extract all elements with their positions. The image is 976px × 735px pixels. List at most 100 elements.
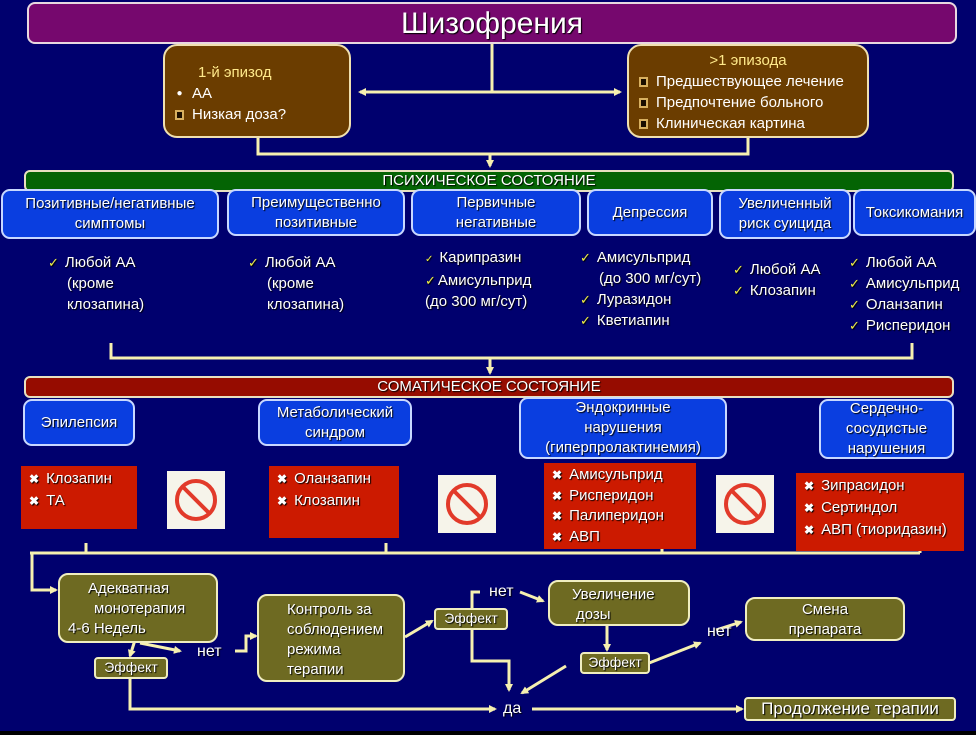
drug-list-suicide-risk: ✓Любой АА ✓Клозапин: [733, 259, 821, 301]
text-line: Амисульприд: [437, 272, 532, 289]
text-line: Клозапин: [294, 492, 360, 509]
drug-list-depression: ✓Амисульприд (до 300 мг/сут) ✓Луразидон …: [580, 247, 701, 331]
switch-drug-box: Смена препарата: [745, 597, 905, 641]
cross-icon: ✖: [277, 472, 288, 486]
arrow-effect-to-yes: [128, 679, 497, 713]
bullet-square-icon: [175, 109, 184, 120]
bullet-square-icon: [639, 76, 648, 87]
text-line: дозы: [576, 606, 611, 623]
cross-icon: ✖: [552, 529, 563, 544]
drug-list-mainly-positive: ✓Любой АА (кроме клозапина): [248, 252, 344, 315]
text-line: Любой АА: [64, 254, 136, 271]
text-line: препарата: [788, 621, 862, 638]
somatic-category-endocrine: Эндокринные нарушения (гиперпролактинемия): [519, 397, 727, 459]
multiple-episodes-heading: >1 эпизода: [709, 52, 787, 69]
somatic-category-epilepsy: Эпилепсия: [23, 399, 135, 446]
text-line: Палиперидон: [569, 507, 664, 524]
text-line: (кроме: [267, 275, 314, 292]
prohibition-sign-icon: [167, 471, 225, 529]
text-line: режима: [287, 641, 341, 658]
contraindications-cardiovascular: ✖Зипрасидон ✖Сертиндол ✖АВП (тиоридазин): [796, 473, 964, 551]
text-line: Луразидон: [596, 291, 672, 308]
text-line: Амисульприд: [569, 466, 663, 483]
contraindications-endocrine: ✖Амисульприд ✖Рисперидон ✖Палиперидон ✖А…: [544, 463, 696, 549]
text-line: синдром: [305, 423, 365, 441]
text-line: Преимущественно: [251, 193, 381, 211]
text-line: Эпилепсия: [40, 413, 118, 431]
text-line: Карипразин: [439, 249, 522, 266]
multiple-episodes-item: Клиническая картина: [656, 115, 805, 132]
text-line: АВП (тиоридазин): [821, 521, 947, 538]
text-line: Метаболический: [276, 403, 394, 421]
text-line: Адекватная: [88, 580, 170, 597]
text-line: (гиперпролактинемия): [545, 439, 701, 456]
drug-list-positive-negative: ✓Любой АА (кроме клозапина): [48, 252, 144, 315]
text-line: Клозапин: [749, 282, 816, 299]
first-episode-item: Низкая доза?: [192, 106, 287, 123]
text-line: Любой АА: [264, 254, 336, 271]
bullet-dot-icon: ●: [176, 88, 183, 99]
text-line: Увеличенный: [738, 195, 832, 212]
multiple-episodes-item: Предшествующее лечение: [656, 73, 844, 90]
cross-icon: ✖: [277, 494, 288, 508]
text-line: клозапина): [267, 296, 345, 313]
cross-icon: ✖: [29, 472, 40, 486]
cross-icon: ✖: [552, 488, 563, 503]
prohibition-sign-icon: [438, 475, 496, 533]
cross-icon: ✖: [552, 509, 563, 523]
text-line: Первичные: [456, 193, 536, 211]
text-line: Сертиндол: [821, 499, 898, 516]
somatic-state-band: СОМАТИЧЕСКОЕ СОСТОЯНИЕ: [24, 376, 954, 398]
multiple-episodes-box: >1 эпизода Предшествующее лечение Предпо…: [627, 44, 869, 138]
text-line: Зипрасидон: [821, 477, 905, 494]
effect-box-2: Эффект: [434, 608, 508, 630]
check-icon: ✓: [580, 313, 591, 328]
connector-episodes-merge: [256, 138, 750, 156]
text-line: Сердечно-: [849, 400, 924, 417]
text-line: сосудистые: [845, 420, 928, 437]
continue-therapy-box: Продолжение терапии: [744, 697, 956, 721]
text-line: ТА: [46, 492, 65, 509]
no-label-1: нет: [197, 643, 222, 660]
text-line: Смена: [801, 601, 849, 618]
check-icon: ✓: [733, 283, 744, 298]
text-line: нарушения: [584, 419, 662, 436]
text-line: Амисульприд: [865, 275, 960, 292]
bullet-square-icon: [639, 97, 648, 108]
no-label-3: нет: [707, 623, 732, 640]
text-line: 4-6 Недель: [68, 620, 146, 637]
check-icon: ✓: [849, 255, 860, 270]
text-line: Любой АА: [749, 261, 821, 278]
text-line: терапии: [287, 661, 344, 678]
text-line: Амисульприд: [596, 249, 691, 266]
psychic-category-suicide-risk: Увеличенный риск суицида: [719, 189, 851, 239]
text-line: (до 300 мг/сут): [425, 293, 528, 310]
compliance-control-box: Контроль за соблюдением режима терапии: [257, 594, 405, 682]
prohibition-sign-icon: [716, 475, 774, 533]
contraindications-epilepsy: ✖Клозапин ✖ТА: [21, 466, 137, 529]
text-line: Эндокринные: [575, 399, 671, 416]
multiple-episodes-item: Предпочтение больного: [656, 94, 824, 111]
text-line: Позитивные/негативные: [25, 195, 195, 212]
check-icon: ✓: [425, 254, 434, 265]
check-icon: ✓: [849, 318, 860, 333]
monotherapy-box: Адекватная монотерапия 4-6 Недель: [58, 573, 218, 643]
psychic-category-depression: Депрессия: [587, 189, 713, 236]
text-line: Клозапин: [46, 470, 112, 487]
text-line: (до 300 мг/сут): [599, 270, 702, 287]
text-line: Оланзапин: [294, 470, 371, 487]
cross-icon: ✖: [804, 523, 815, 537]
effect-box-3: Эффект: [580, 652, 650, 674]
connector-psychic-merge: [109, 343, 914, 360]
text-line: АВП: [569, 527, 600, 545]
drug-list-substance-abuse: ✓Любой АА ✓Амисульприд ✓Оланзапин ✓Риспе…: [849, 252, 959, 336]
first-episode-box: 1-й эпизод ●АА Низкая доза?: [163, 44, 351, 138]
text-line: риск суицида: [738, 215, 832, 232]
text-line: Любой АА: [865, 254, 937, 271]
